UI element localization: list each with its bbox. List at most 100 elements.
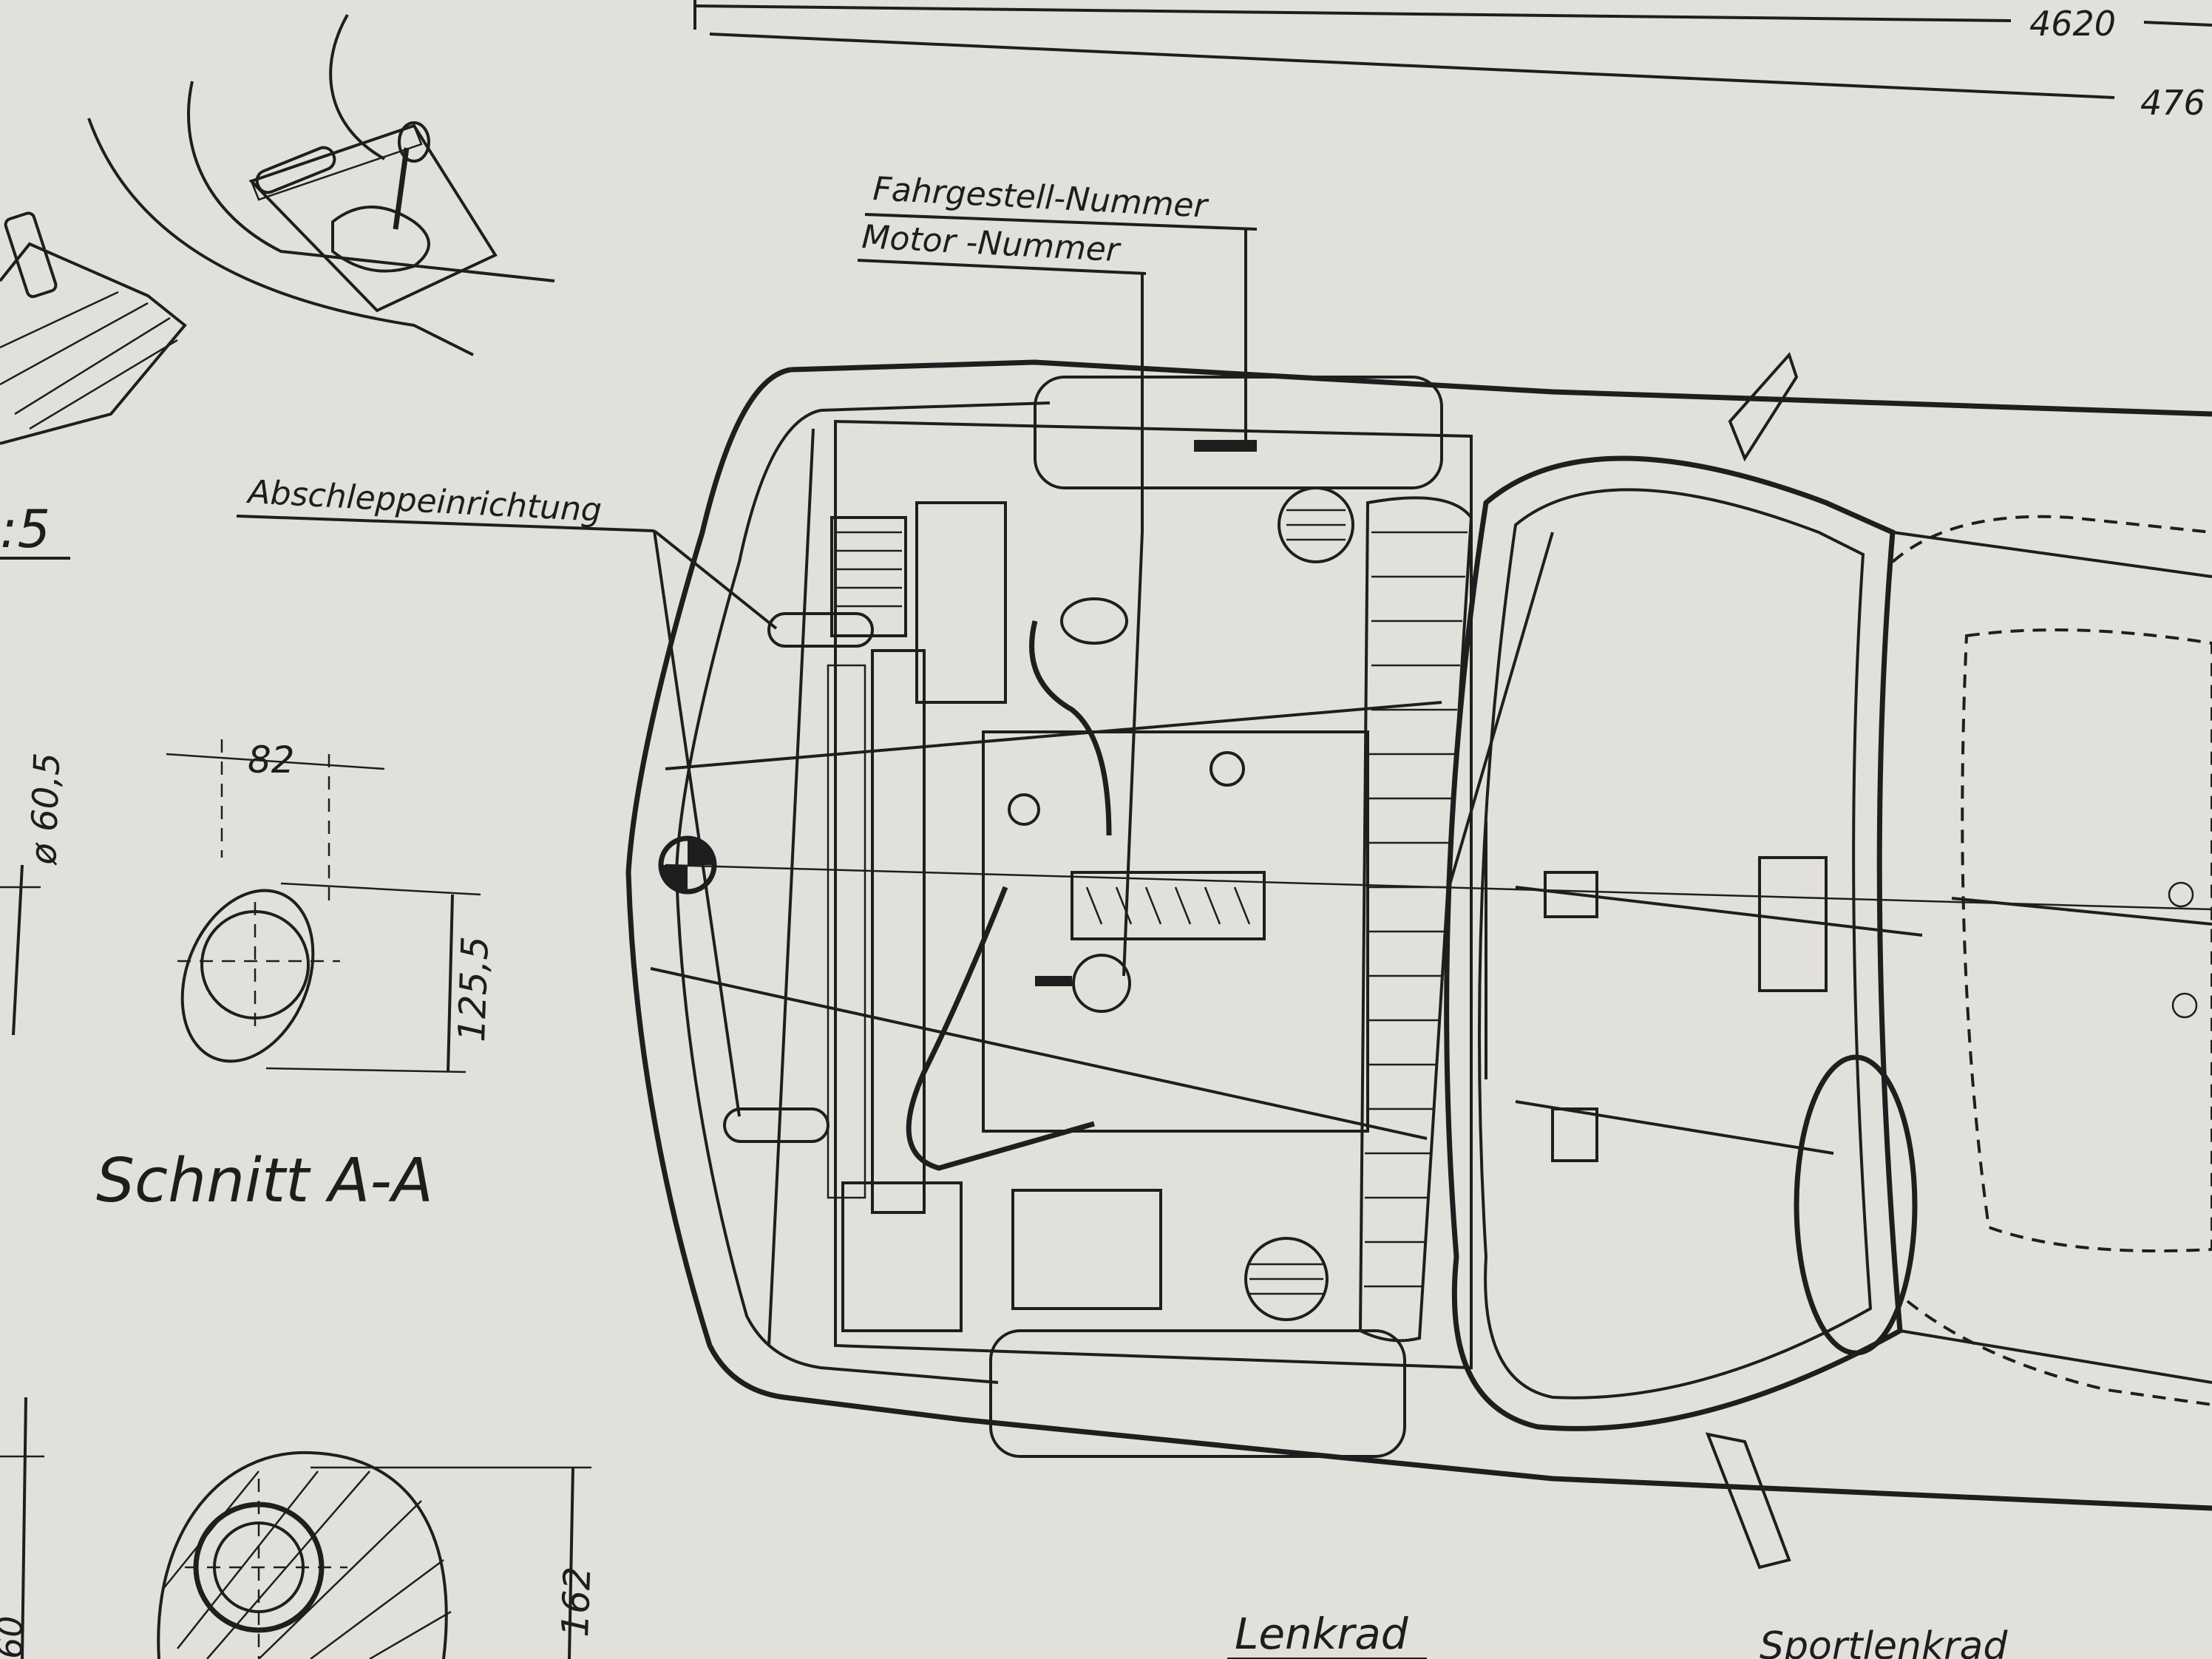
interior-curve-bottom (1906, 1300, 2212, 1406)
windshield-glass (1478, 488, 1873, 1400)
intake-manifold (1071, 871, 1266, 940)
engine-number-plate (1035, 976, 1072, 986)
steering-column (1515, 886, 1923, 937)
pipe-diameter-dimension: ø 60,5 (0, 752, 68, 1036)
console-slot (255, 146, 336, 194)
dim-4620-label: 4620 (2029, 4, 2116, 44)
console-top-edge (250, 124, 423, 201)
steering-joint-lower (1551, 1107, 1598, 1162)
tow-hook-front-upper-icon (767, 612, 874, 648)
grille-slats (1364, 531, 1468, 1288)
cylinder-section-detail: 60 162 (0, 1397, 599, 1659)
strut-top-left-icon (1278, 486, 1354, 563)
engine-number-leader (1122, 274, 1144, 977)
chassis-number-underline (864, 213, 1258, 231)
towing-device-leader-1 (653, 529, 778, 630)
radiator-support-line (767, 428, 815, 1346)
shift-knob-icon (398, 121, 430, 163)
towing-device-leader-2 (653, 530, 741, 1117)
cowl-vent-grille (1358, 496, 1473, 1343)
dim-line-4620 (694, 4, 2012, 22)
scale-fragment-label: :5 (0, 499, 50, 560)
hatched-pedal-area (0, 242, 187, 445)
pedal-icon (4, 211, 58, 299)
dim-82-label: 82 (248, 739, 295, 781)
dim-162-line (568, 1467, 574, 1659)
thermostat-housing (1060, 597, 1128, 645)
windshield-frame (1444, 455, 1903, 1431)
interior-curve-top (1891, 515, 2212, 563)
seat-outline-dashed (1961, 628, 2212, 1252)
air-filter-box (915, 501, 1007, 704)
console-outline (187, 81, 555, 282)
wheel-arch-left (1034, 376, 1443, 489)
bumper-top-inner (820, 401, 1051, 412)
pedal-box (1758, 856, 1828, 992)
radiator-core (827, 664, 866, 1199)
dim-125-line (447, 894, 454, 1073)
steering-coupling (1544, 871, 1598, 918)
steering-wheel-label: Lenkrad (1235, 1609, 1409, 1659)
towing-device-underline (236, 515, 655, 532)
strut-spring-right (1249, 1263, 1323, 1295)
wheel-arch-right (989, 1329, 1406, 1458)
dashboard-edge (1892, 531, 2212, 578)
tunnel-fastener-2-icon (2171, 992, 2198, 1019)
dim-125-top-extension (280, 882, 481, 896)
edge-60-label: 60 (0, 1615, 30, 1659)
washer-reservoir (841, 1181, 963, 1332)
chassis-number-plate (1194, 440, 1257, 452)
intake-bellows (830, 516, 907, 637)
dim-476x-label: 476 (2140, 83, 2205, 123)
oil-filler-cap-icon (1008, 793, 1040, 826)
cylinder-outline (157, 1451, 448, 1659)
dim-125-bottom-extension (265, 1067, 467, 1073)
engine-bay-frame (834, 419, 1473, 1370)
engine-emblem-icon (1210, 751, 1245, 787)
distributor-icon (1072, 954, 1131, 1013)
dim-line-476x (709, 33, 2115, 99)
wiper-arm-left (1448, 532, 1554, 888)
roundel-quadrant-2 (661, 865, 688, 892)
pedal-hatching (0, 291, 178, 430)
reference-line-lower (650, 967, 1428, 1140)
shift-boot (331, 206, 430, 273)
reference-line-upper (665, 701, 1442, 770)
sport-steering-wheel-label: Sportlenkrad (1760, 1624, 2008, 1659)
radiator (871, 649, 926, 1214)
section-a-a-detail: 82 125,5 Schnitt A-A (96, 739, 497, 1216)
dim-82-line (166, 753, 385, 770)
side-mirror-right-icon (1705, 1432, 1791, 1570)
door-sill-line (1899, 1329, 2212, 1384)
car-top-view (625, 352, 2212, 1570)
engine-number-underline (857, 259, 1147, 275)
tunnel-fastener-1-icon (2168, 881, 2194, 908)
cylinder-edge-line (21, 1397, 27, 1659)
steering-wheel-icon (1794, 1054, 1918, 1356)
bellows-ribs (835, 531, 902, 608)
battery (1011, 1189, 1162, 1310)
manifold-runners (1085, 886, 1251, 925)
pipe-diameter-label: ø 60,5 (23, 752, 68, 866)
dim-125-label: 125,5 (450, 935, 497, 1042)
shift-lever (393, 147, 410, 230)
lower-radiator-hose (906, 886, 1095, 1171)
side-mirror-left-icon (1728, 352, 1799, 462)
cylinder-hatching (162, 1470, 452, 1659)
dim-line-4620-end (2143, 21, 2212, 27)
pipe-dim-line (12, 864, 24, 1036)
strut-top-right-icon (1244, 1237, 1329, 1321)
strut-spring-left (1286, 509, 1346, 541)
console-curve (329, 14, 385, 160)
car-body-outline (625, 367, 2212, 1511)
section-a-a-label: Schnitt A-A (96, 1146, 433, 1216)
oval-section-outline (180, 889, 315, 1063)
overall-length-dimensions: 4620 476 (693, 0, 2212, 123)
tunnel-line (1951, 897, 2212, 926)
floor-outline (87, 118, 474, 356)
gear-shift-sketch (0, 14, 555, 445)
